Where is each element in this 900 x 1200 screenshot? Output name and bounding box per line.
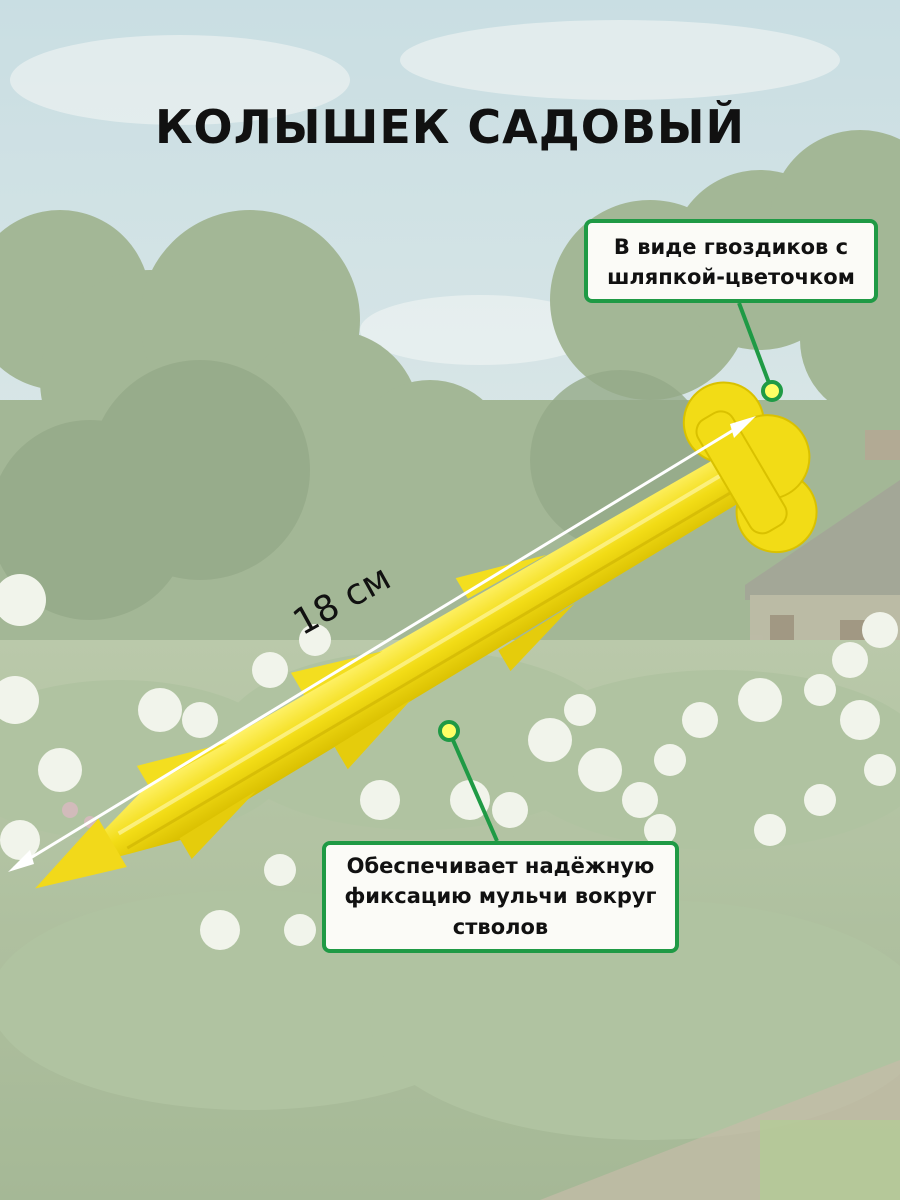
callout-marker [438,380,783,742]
lawn [760,1120,900,1200]
stake-barb [334,699,412,770]
dimension-arrow [8,416,756,872]
callout-text-line: шляпкой-цветочком [607,265,855,290]
product-title: КОЛЫШЕК САДОВЫЙ [154,100,746,154]
stake-barb [498,603,575,672]
clouds [10,20,840,365]
stake-tip [35,818,127,889]
callout-leaders [447,302,774,842]
callout-text-line: стволов [452,914,549,939]
stake-barb [455,554,547,599]
callout-text-line: В виде гвоздиков с [613,235,849,259]
callout-text-line: фиксацию мульчи вокруг [344,884,657,909]
stake-barb [179,790,257,859]
callout-flower-head: В виде гвоздиков с шляпкой-цветочком [584,219,878,303]
stake-flower-head [682,381,818,554]
callout-text-line: Обеспечивает надёжную [346,854,655,878]
callout-barbs: Обеспечивает надёжную фиксацию мульчи во… [322,841,679,953]
